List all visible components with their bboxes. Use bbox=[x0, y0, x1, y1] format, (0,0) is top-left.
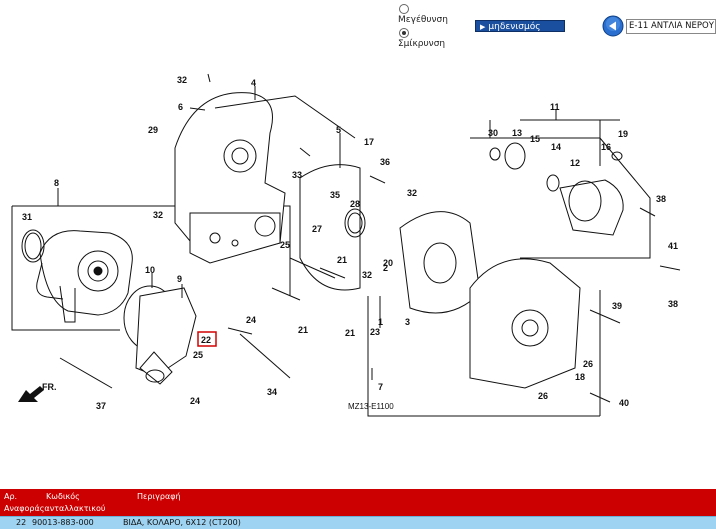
header-description: Περιγραφή bbox=[137, 492, 181, 501]
o-ring-31 bbox=[21, 229, 45, 263]
callout-16: 16 bbox=[601, 142, 611, 152]
callout-32-c: 32 bbox=[407, 188, 417, 198]
row-no: 22 bbox=[16, 518, 27, 527]
callout-40: 40 bbox=[619, 398, 629, 408]
callout-25-b: 25 bbox=[280, 240, 290, 250]
fr-label: FR. bbox=[42, 382, 57, 392]
zoom-in-label: Μεγέθυνση bbox=[398, 15, 448, 25]
bolts bbox=[59, 147, 681, 403]
callout-30: 30 bbox=[488, 128, 498, 138]
parts-table-header: Αρ. Κωδικός Περιγραφή Αναφοράςανταλλακτι… bbox=[0, 489, 716, 516]
callout-21-b: 21 bbox=[298, 325, 308, 335]
front-direction-arrow: FR. bbox=[18, 382, 57, 402]
page-title: E-11 ΑΝΤΛΙΑ ΝΕΡΟΥ bbox=[626, 19, 716, 34]
zoom-out-label: Σμίκρυνση bbox=[398, 39, 446, 49]
callout-10: 10 bbox=[145, 265, 155, 275]
callout-5: 5 bbox=[336, 125, 341, 135]
callout-17: 17 bbox=[364, 137, 374, 147]
play-arrow-icon: ▶ bbox=[480, 23, 486, 31]
callout-29: 29 bbox=[148, 125, 158, 135]
callout-32-a: 32 bbox=[177, 75, 187, 85]
callout-34: 34 bbox=[267, 387, 277, 397]
callout-35: 35 bbox=[330, 190, 340, 200]
zoom-out-option[interactable]: Σμίκρυνση bbox=[398, 26, 468, 50]
callout-6: 6 bbox=[178, 102, 183, 112]
callout-2: 2 bbox=[383, 263, 388, 273]
crankcase-cover bbox=[174, 92, 286, 264]
callout-1: 1 bbox=[378, 317, 383, 327]
callout-18: 18 bbox=[575, 372, 585, 382]
row-code: 90013-883-000 bbox=[32, 518, 94, 527]
zoom-in-option[interactable]: Μεγέθυνση bbox=[398, 2, 468, 26]
water-pump-body bbox=[11, 205, 291, 331]
callout-14: 14 bbox=[551, 142, 561, 152]
callout-21-c: 21 bbox=[345, 328, 355, 338]
diagram-code: MZ13-E1100 bbox=[348, 402, 394, 411]
parts-diagram: FR. MZ13-E1100 1 2 3 4 5 6 7 8 9 10 11 1… bbox=[11, 73, 681, 417]
callout-20: 20 bbox=[383, 258, 393, 268]
zoom-in-radio[interactable] bbox=[399, 4, 409, 14]
callout-33: 33 bbox=[292, 170, 302, 180]
header-no: Αρ. bbox=[4, 492, 18, 501]
callout-22: 22 bbox=[201, 335, 211, 345]
header-code-full: Αναφοράςανταλλακτικού bbox=[4, 504, 106, 513]
callout-highlight-box bbox=[197, 331, 217, 347]
callout-36: 36 bbox=[380, 157, 390, 167]
callout-25-a: 25 bbox=[193, 350, 203, 360]
callout-24-b: 24 bbox=[190, 396, 200, 406]
callout-19: 19 bbox=[618, 129, 628, 139]
callout-15: 15 bbox=[530, 134, 540, 144]
callout-32-b: 32 bbox=[153, 210, 163, 220]
table-row[interactable]: 22 90013-883-000 ΒΙΔΑ, ΚΟΛΑΡΟ, 6Χ12 (CT2… bbox=[0, 516, 716, 529]
leader-lines bbox=[57, 73, 620, 380]
back-arrow-icon[interactable] bbox=[602, 15, 624, 37]
thermostat-housing bbox=[559, 179, 624, 236]
callout-31: 31 bbox=[22, 212, 32, 222]
callout-4: 4 bbox=[251, 78, 256, 88]
zoom-options: Μεγέθυνση Σμίκρυνση bbox=[398, 2, 468, 50]
callout-32-d: 32 bbox=[362, 270, 372, 280]
zoom-out-radio[interactable] bbox=[399, 28, 409, 38]
callout-8: 8 bbox=[54, 178, 59, 188]
callout-28: 28 bbox=[350, 199, 360, 209]
reset-button-label: μηδενισμός bbox=[488, 22, 541, 32]
callout-38-a: 38 bbox=[656, 194, 666, 204]
callout-37: 37 bbox=[96, 401, 106, 411]
header-code: Κωδικός bbox=[46, 492, 80, 501]
callout-21-a: 21 bbox=[337, 255, 347, 265]
reset-button[interactable]: ▶μηδενισμός bbox=[475, 20, 565, 32]
callout-13: 13 bbox=[512, 128, 522, 138]
callout-numbers: 1 2 3 4 5 6 7 8 9 10 11 12 13 14 15 16 1… bbox=[22, 75, 678, 411]
callout-39: 39 bbox=[612, 301, 622, 311]
callout-11: 11 bbox=[550, 102, 560, 112]
row-description: ΒΙΔΑ, ΚΟΛΑΡΟ, 6Χ12 (CT200) bbox=[123, 518, 241, 527]
pump-cover-10 bbox=[123, 285, 197, 385]
callout-41: 41 bbox=[668, 241, 678, 251]
callout-23: 23 bbox=[370, 327, 380, 337]
callout-27: 27 bbox=[312, 224, 322, 234]
callout-26-a: 26 bbox=[583, 359, 593, 369]
callout-38-b: 38 bbox=[668, 299, 678, 309]
callout-7: 7 bbox=[378, 382, 383, 392]
callout-9: 9 bbox=[177, 274, 182, 284]
callout-24-a: 24 bbox=[246, 315, 256, 325]
callout-3: 3 bbox=[405, 317, 410, 327]
callout-12: 12 bbox=[570, 158, 580, 168]
callout-26-b: 26 bbox=[538, 391, 548, 401]
